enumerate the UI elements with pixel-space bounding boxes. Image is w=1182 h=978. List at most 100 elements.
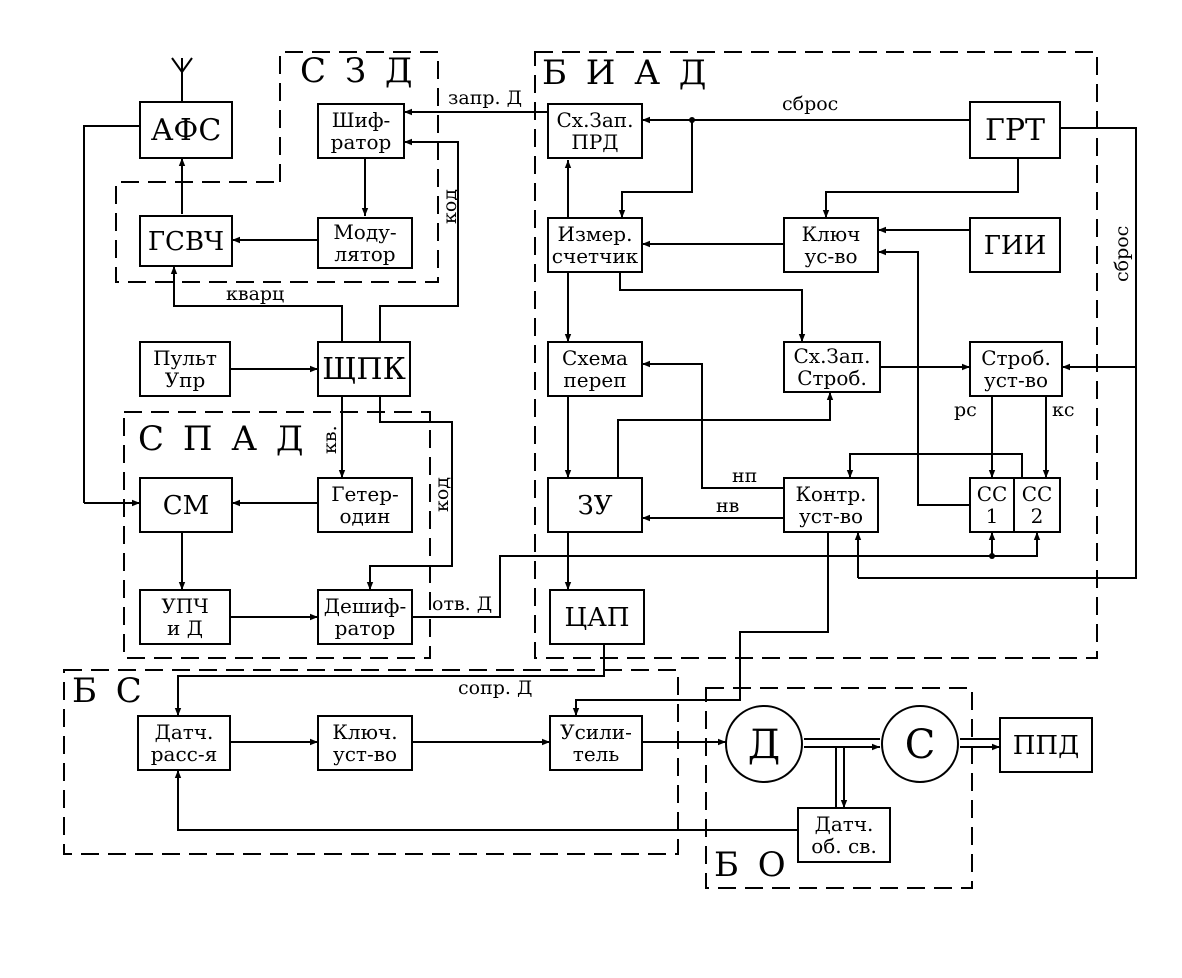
- block-skhema-perep-line-2: переп: [563, 368, 626, 392]
- block-kluch-bs-line-1: Ключ.: [332, 720, 397, 744]
- block-sm: СМ: [139, 477, 233, 533]
- block-datch-rass-line-1: Датч.: [155, 720, 214, 744]
- block-geterodin: Гетер-один: [317, 477, 413, 533]
- unit-d-label: Д: [748, 722, 781, 768]
- block-datch-obsv: Датч.об. св.: [797, 807, 891, 863]
- block-cc2-line-1: СС: [1022, 482, 1053, 506]
- block-szprd: Сх.Зап.ПРД: [547, 103, 643, 159]
- block-cap: ЦАП: [549, 589, 645, 645]
- block-cc1: СС1: [969, 477, 1015, 533]
- block-modulator-line-1: Моду-: [333, 220, 396, 244]
- block-schpk: ЩПК: [317, 341, 411, 397]
- block-deshifrator-line-2: ратор: [335, 616, 396, 640]
- group-szd-label: С З Д: [300, 51, 416, 91]
- block-ppd-line-1: ППД: [1013, 731, 1080, 761]
- block-deshifrator: Дешиф-ратор: [317, 589, 413, 645]
- group-biad-outline: [534, 51, 1098, 659]
- signal-ks: кс: [1052, 399, 1075, 421]
- signal-kv: кв.: [319, 425, 341, 454]
- block-upch-line-2: и Д: [167, 616, 203, 640]
- block-szstrob-line-1: Сх.Зап.: [793, 344, 870, 368]
- block-szprd-line-2: ПРД: [571, 130, 618, 154]
- block-szstrob: Сх.Зап.Строб.: [783, 341, 881, 393]
- block-ppd: ППД: [999, 717, 1093, 773]
- signal-otv-d: отв. Д: [432, 593, 492, 615]
- block-pult-line-1: Пульт: [153, 346, 217, 370]
- block-shifrator-line-1: Шиф-: [332, 108, 391, 132]
- block-datch-obsv-line-1: Датч.: [815, 812, 874, 836]
- block-gsvch-line-1: ГСВЧ: [148, 227, 224, 257]
- block-usilitel: Усили-тель: [549, 715, 643, 771]
- block-afs: АФС: [139, 101, 233, 159]
- block-cc1-line-2: 1: [986, 504, 999, 528]
- block-skhema-perep-line-1: Схема: [562, 346, 628, 370]
- unit-c-label: С: [905, 722, 936, 768]
- block-datch-rass-line-2: расс-я: [151, 742, 218, 766]
- block-modulator-line-2: лятор: [334, 242, 395, 266]
- antenna-icon: [171, 57, 193, 102]
- block-kluch-bs: Ключ.уст-во: [317, 715, 413, 771]
- block-gii: ГИИ: [969, 217, 1061, 273]
- signal-kod-bottom: код: [431, 477, 453, 512]
- signal-sbros-side: сброс: [1111, 226, 1133, 282]
- block-zu: ЗУ: [547, 477, 643, 533]
- block-modulator: Моду-лятор: [317, 217, 413, 269]
- block-cap-line-1: ЦАП: [564, 603, 629, 633]
- group-biad-label: Б И А Д: [542, 53, 710, 93]
- block-grt-line-1: ГРТ: [985, 113, 1045, 148]
- signal-kvarts: кварц: [226, 283, 284, 305]
- group-bo-label: Б О: [714, 845, 790, 885]
- group-bs-label: Б С: [72, 671, 146, 711]
- block-strob-line-2: уст-во: [984, 368, 1048, 392]
- block-cc2-line-2: 2: [1031, 504, 1044, 528]
- block-datch-rass: Датч.расс-я: [137, 715, 231, 771]
- unit-d-circle: [725, 705, 803, 783]
- block-kontr-line-2: уст-во: [799, 504, 863, 528]
- block-geterodin-line-1: Гетер-: [331, 482, 399, 506]
- block-grt: ГРТ: [969, 101, 1061, 159]
- block-kluch-biad-line-2: ус-во: [804, 244, 857, 268]
- block-usilitel-line-1: Усили-: [560, 720, 632, 744]
- block-sm-line-1: СМ: [163, 491, 210, 521]
- signal-np: нп: [732, 465, 757, 487]
- block-datch-obsv-line-2: об. св.: [811, 834, 877, 858]
- signal-sopr-d: сопр. Д: [458, 677, 532, 699]
- group-bs-outline: [63, 669, 679, 855]
- block-szstrob-line-2: Строб.: [797, 366, 867, 390]
- block-geterodin-line-2: один: [339, 504, 390, 528]
- block-izmer: Измер.счетчик: [547, 217, 643, 273]
- signal-zapr-d: запр. Д: [448, 87, 522, 109]
- block-deshifrator-line-1: Дешиф-: [324, 594, 406, 618]
- block-szprd-line-1: Сх.Зап.: [556, 108, 633, 132]
- block-shifrator: Шиф-ратор: [317, 103, 405, 159]
- block-izmer-line-2: счетчик: [552, 244, 639, 268]
- block-zu-line-1: ЗУ: [578, 491, 613, 521]
- signal-sbros-top: сброс: [782, 93, 838, 115]
- block-gii-line-1: ГИИ: [984, 231, 1047, 261]
- block-schpk-line-1: ЩПК: [322, 352, 406, 387]
- group-spad-outline: [123, 411, 431, 659]
- block-cc1-line-1: СС: [977, 482, 1008, 506]
- signal-kod-top: код: [439, 189, 461, 224]
- unit-c-circle: [881, 705, 959, 783]
- block-gsvch: ГСВЧ: [139, 215, 233, 267]
- block-kontr: Контр.уст-во: [783, 477, 879, 533]
- block-izmer-line-1: Измер.: [558, 222, 633, 246]
- block-kluch-biad-line-1: Ключ: [802, 222, 861, 246]
- group-szd-outline: [115, 51, 439, 283]
- block-cc2: СС2: [1013, 477, 1061, 533]
- group-bo-outline: [705, 687, 973, 889]
- block-shifrator-line-2: ратор: [331, 130, 392, 154]
- block-afs-line-1: АФС: [151, 113, 222, 148]
- block-usilitel-line-2: тель: [573, 742, 620, 766]
- block-pult-line-2: Упр: [165, 368, 206, 392]
- signal-rs: рс: [954, 399, 977, 421]
- block-strob-line-1: Строб.: [981, 346, 1051, 370]
- block-strob: Строб.уст-во: [969, 341, 1063, 397]
- block-kluch-bs-line-2: уст-во: [333, 742, 397, 766]
- signal-nv: нв: [716, 495, 739, 517]
